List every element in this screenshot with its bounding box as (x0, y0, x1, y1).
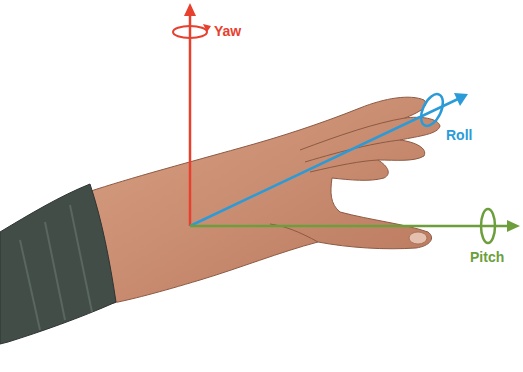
finger-gap (300, 118, 405, 150)
roll-axis (190, 99, 458, 226)
axis-label: Yaw (214, 24, 241, 39)
sleeve-texture (20, 205, 92, 330)
axis-label: Pitch (470, 250, 504, 265)
yaw-axis (189, 12, 192, 226)
pitch-ring (481, 209, 495, 243)
sleeve (0, 184, 116, 344)
roll-arrowhead (454, 93, 468, 106)
roll-ring (417, 91, 448, 129)
hand-shape (88, 97, 440, 304)
pitch-axis (190, 225, 510, 228)
yaw-ring (173, 26, 207, 38)
yaw-arrowhead (184, 3, 196, 16)
pitch-arrowhead (507, 220, 520, 232)
finger-gap (305, 140, 400, 162)
finger-gap (310, 160, 378, 172)
yaw-ring-arrow (203, 24, 211, 32)
axis-label: Roll (446, 128, 472, 143)
thumb-nail (409, 232, 427, 244)
